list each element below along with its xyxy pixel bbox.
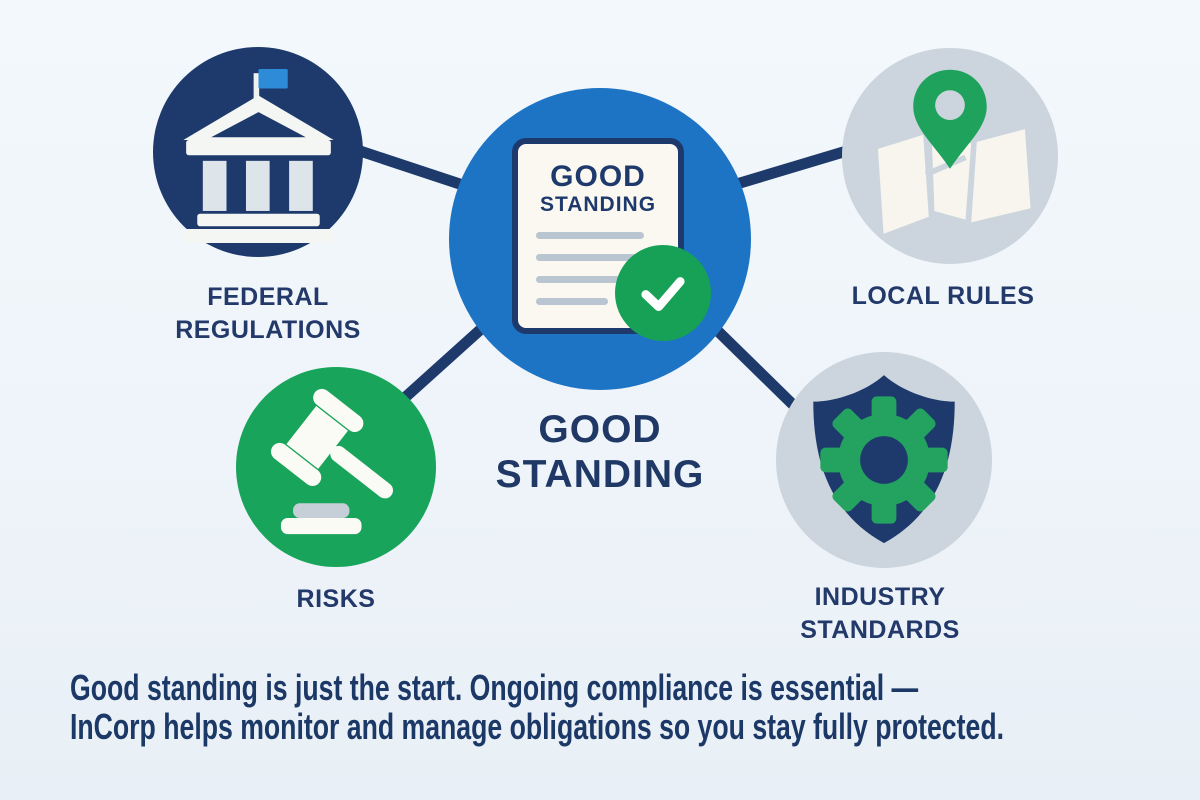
- label-line: RISKS: [296, 585, 376, 613]
- footer-line-2: InCorp helps monitor and manage obligati…: [70, 706, 1004, 747]
- bank-icon: [175, 62, 342, 243]
- map-pin-icon: [844, 50, 1056, 262]
- label-line: FEDERAL: [207, 283, 329, 311]
- label-good-standing: GOOD STANDING: [450, 407, 750, 497]
- node-risks: [236, 367, 436, 567]
- placeholder-line: [536, 298, 608, 305]
- footer-line-1: Good standing is just the start. Ongoing…: [70, 667, 919, 708]
- placeholder-line: [536, 254, 650, 261]
- label-line: LOCAL RULES: [851, 282, 1035, 310]
- label-line: STANDARDS: [800, 616, 960, 644]
- footer-text: Good standing is just the start. Ongoing…: [70, 668, 1106, 746]
- label-line: REGULATIONS: [175, 316, 361, 344]
- node-federal-regulations: [153, 47, 363, 257]
- label-industry-standards: INDUSTRY STANDARDS: [730, 581, 1030, 647]
- certificate-title-line1: GOOD: [550, 160, 646, 193]
- placeholder-line: [536, 232, 644, 239]
- checkmark-icon: [615, 245, 711, 341]
- shield-gear-icon: [785, 361, 983, 559]
- label-federal-regulations: FEDERAL REGULATIONS: [118, 281, 418, 347]
- label-line: INDUSTRY: [814, 583, 946, 611]
- certificate-title-line2: STANDING: [539, 193, 657, 216]
- label-line: STANDING: [495, 453, 705, 496]
- label-risks: RISKS: [186, 583, 486, 616]
- certificate-text-lines: [536, 232, 660, 305]
- placeholder-line: [536, 276, 634, 283]
- node-industry-standards: [776, 352, 992, 568]
- good-standing-certificate: GOOD STANDING: [512, 138, 684, 334]
- label-local-rules: LOCAL RULES: [793, 280, 1093, 313]
- node-local-rules: [842, 48, 1058, 264]
- label-line: GOOD: [538, 408, 662, 451]
- gavel-icon: [242, 373, 430, 561]
